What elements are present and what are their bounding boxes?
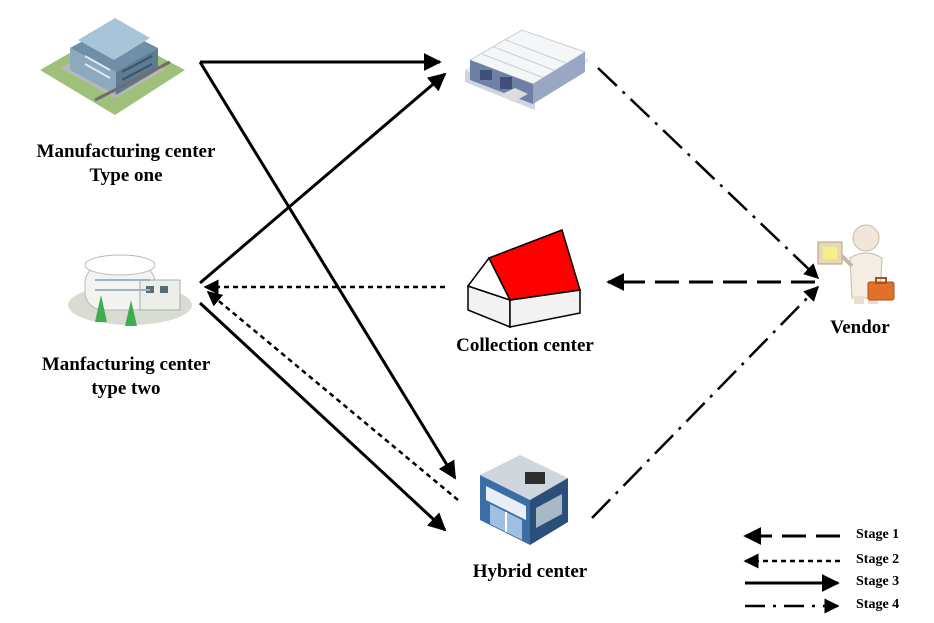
- collection-center-label: Collection center: [456, 335, 594, 356]
- arrow-mfg1-to-hybrid: [198, 61, 457, 480]
- hybrid-center-icon: [480, 455, 568, 545]
- manufacturing-two-line2: type two: [91, 377, 161, 399]
- manufacturing-one-icon: [40, 18, 185, 115]
- collection-center-icon: [466, 229, 581, 329]
- arrow-mfg2-to-warehouse: [199, 72, 447, 285]
- manufacturing-two-label: Manfacturing center type two: [10, 353, 242, 401]
- stage4-arrows: [591, 67, 820, 519]
- legend: [743, 527, 840, 614]
- legend-label-stage1: Stage 1: [856, 527, 900, 542]
- legend-label-stage4: Stage 4: [856, 597, 900, 612]
- legend-label-stage2: Stage 2: [856, 552, 900, 567]
- manufacturing-one-label: Manufacturing center Type one: [10, 140, 242, 188]
- arrow-mfg2-to-hybrid: [198, 301, 447, 532]
- arrow-warehouse-to-vendor: [597, 67, 820, 280]
- manufacturing-two-icon: [68, 254, 192, 326]
- stage3-arrows: [198, 53, 457, 532]
- arrow-hybrid-to-mfg2: [206, 291, 459, 501]
- legend-label-stage3: Stage 3: [856, 574, 900, 589]
- arrow-hybrid-to-vendor: [591, 285, 820, 519]
- manufacturing-one-line2: Type one: [89, 164, 163, 186]
- stage2-arrows: [203, 279, 459, 501]
- vendor-label: Vendor: [830, 317, 890, 338]
- warehouse-icon: [465, 29, 590, 110]
- hybrid-center-label: Hybrid center: [472, 561, 588, 582]
- manufacturing-one-line1: Manufacturing center: [36, 141, 216, 162]
- manufacturing-two-line1: Manfacturing center: [41, 354, 211, 375]
- vendor-icon: [817, 224, 895, 304]
